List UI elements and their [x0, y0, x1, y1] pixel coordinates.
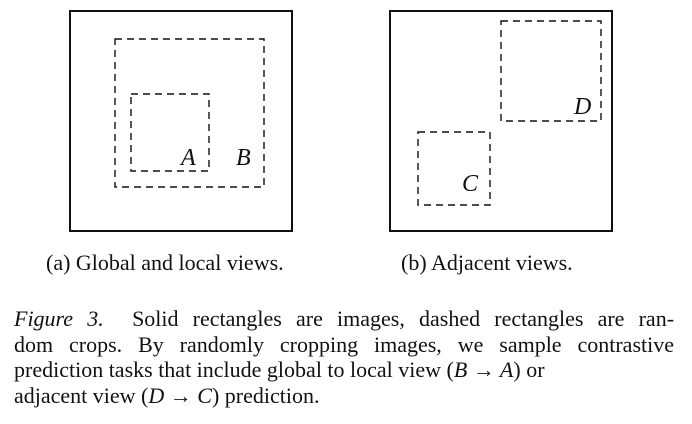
figure-label: Figure 3. [14, 306, 104, 331]
caption-line-2: dom crops. By randomly cropping images, … [14, 332, 674, 358]
crop-label-b: B [236, 145, 251, 171]
caption-math-b-to-a: B → A [453, 357, 514, 382]
caption-text-2: dom crops. By randomly cropping images, … [14, 331, 674, 357]
crop-label-c: C [462, 171, 479, 197]
caption-text-3a: prediction tasks that include global to … [14, 357, 454, 382]
caption-math-d-to-c: D → C [148, 382, 212, 408]
crop-label-a: A [179, 145, 196, 171]
panel-a: A B [69, 10, 293, 232]
crop-rectangle-a [130, 93, 210, 172]
caption-line-3: prediction tasks that include global to … [14, 357, 674, 383]
caption-text-1: Solid rectangles are images, dashed rect… [132, 306, 675, 331]
image-rectangle-b [389, 10, 613, 232]
panel-b: C D [389, 10, 613, 232]
subcaption-a: (a) Global and local views. [46, 250, 284, 275]
crop-rectangle-c [417, 131, 491, 206]
caption-line-1: Figure 3. Solid rectangles are images, d… [14, 306, 674, 332]
crop-label-d: D [573, 94, 591, 120]
figure-caption: Figure 3. Solid rectangles are images, d… [14, 306, 674, 408]
caption-line-4: adjacent view (D → C) prediction. [14, 383, 674, 409]
subcaption-b: (b) Adjacent views. [401, 250, 573, 275]
caption-text-4a: adjacent view ( [14, 382, 149, 408]
figure-diagram: A B C D [69, 10, 613, 232]
caption-text-4b: ) prediction. [211, 382, 320, 408]
crop-rectangle-d [500, 20, 602, 122]
caption-text-3b: ) or [513, 357, 545, 382]
crop-rectangle-b [114, 38, 265, 188]
image-rectangle-a [69, 10, 293, 232]
